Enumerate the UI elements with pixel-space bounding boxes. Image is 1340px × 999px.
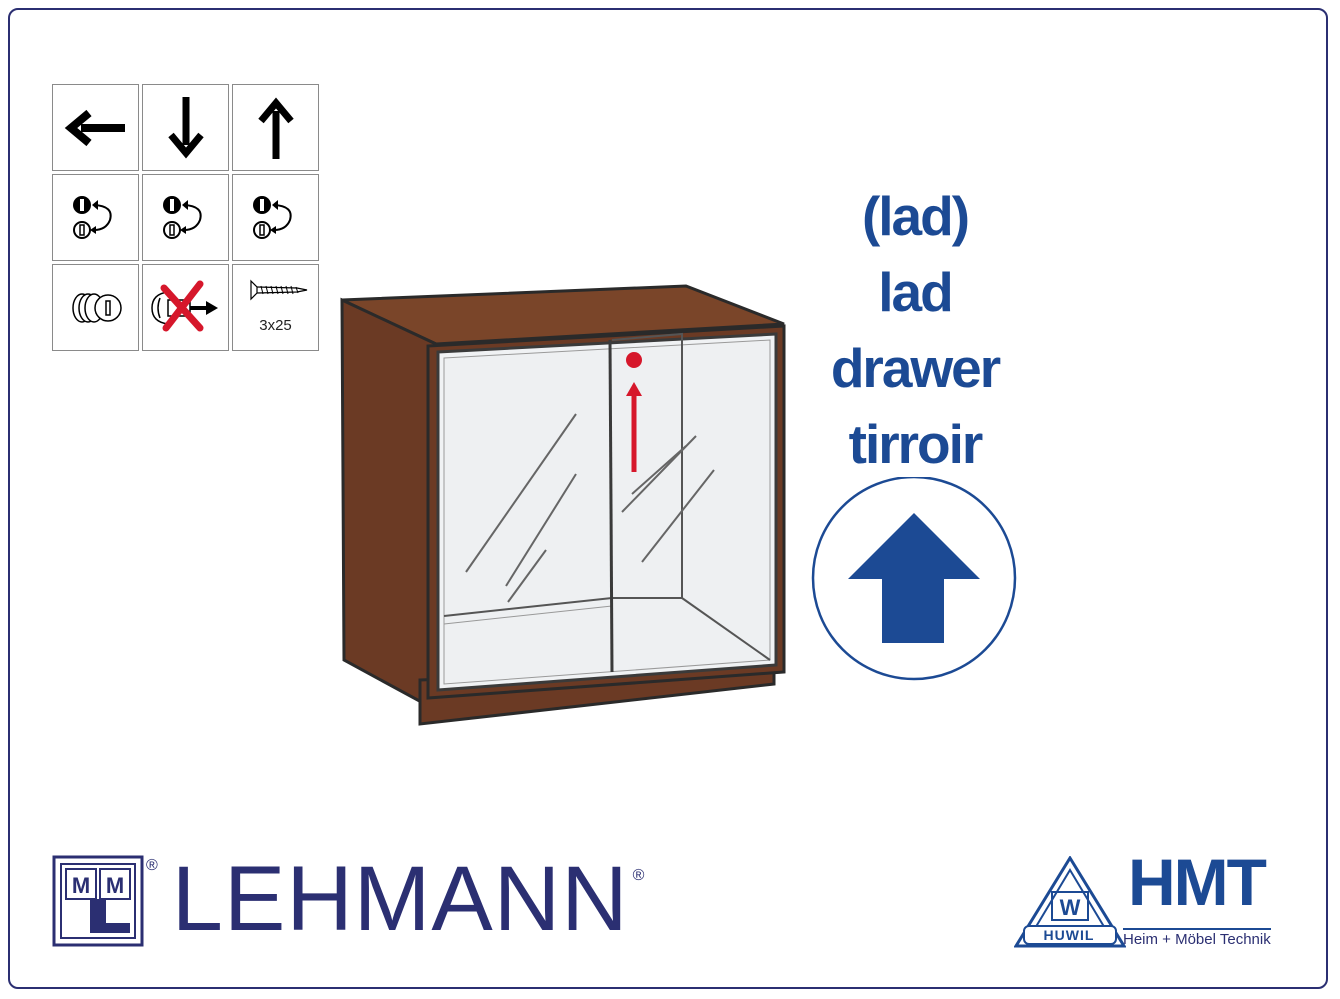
- icon-cell-cam-rotate-2: [142, 174, 229, 261]
- lehmann-logo: M M ® LEHMANN ®: [52, 848, 645, 950]
- hmt-subtitle: Heim + Möbel Technik: [1123, 928, 1271, 948]
- label-lad-parenthesized: (lad): [861, 185, 970, 247]
- screw-icon: [250, 279, 308, 301]
- icon-cell-cam-rotate-1: [52, 174, 139, 261]
- lehmann-wordmark: LEHMANN: [171, 848, 629, 950]
- icon-cell-arrow-up: [232, 84, 319, 171]
- svg-text:M: M: [72, 873, 90, 898]
- icon-cell-no-cam: [142, 264, 229, 351]
- page-frame: [8, 8, 1328, 989]
- drawer-labels: (lad) lad drawer tirroir: [790, 178, 1040, 482]
- no-cam-icon: [150, 280, 218, 331]
- cabinet-illustration: [340, 284, 786, 726]
- arrow-down-icon: [167, 96, 204, 158]
- arrow-up-icon: [257, 97, 294, 159]
- hmt-huwil-logo: W HUWIL HMT Heim + Möbel Technik: [1008, 846, 1298, 952]
- arrow-left-icon: [64, 109, 125, 146]
- hmt-wordmark: HMT: [1128, 845, 1267, 919]
- huwil-triangle-icon: W: [1014, 856, 1126, 948]
- label-tirroir: tirroir: [848, 413, 984, 475]
- label-lad: lad: [878, 261, 953, 323]
- cam-fitting-icon: [71, 292, 122, 323]
- huwil-wordmark: HUWIL: [1043, 927, 1095, 943]
- icon-cell-arrow-left: [52, 84, 139, 171]
- icon-cell-cam-fitting: [52, 264, 139, 351]
- icon-cell-screw: 3x25: [232, 264, 319, 351]
- icon-cell-cam-rotate-3: [232, 174, 319, 261]
- lehmann-registered: ®: [632, 867, 645, 884]
- up-arrow-circle-icon: [811, 477, 1017, 681]
- lehmann-mark-icon: M M: [52, 855, 144, 947]
- label-drawer: drawer: [830, 337, 1001, 399]
- screw-size-label: 3x25: [259, 317, 292, 334]
- lehmann-mark-registered: ®: [146, 857, 158, 874]
- cam-lock-rotate-icon: [252, 195, 292, 239]
- instruction-icon-grid: 3x25: [52, 84, 319, 351]
- svg-text:M: M: [106, 873, 124, 898]
- svg-text:W: W: [1060, 895, 1081, 920]
- icon-cell-arrow-down: [142, 84, 229, 171]
- cam-lock-rotate-icon: [72, 195, 112, 239]
- cam-lock-rotate-icon: [162, 195, 202, 239]
